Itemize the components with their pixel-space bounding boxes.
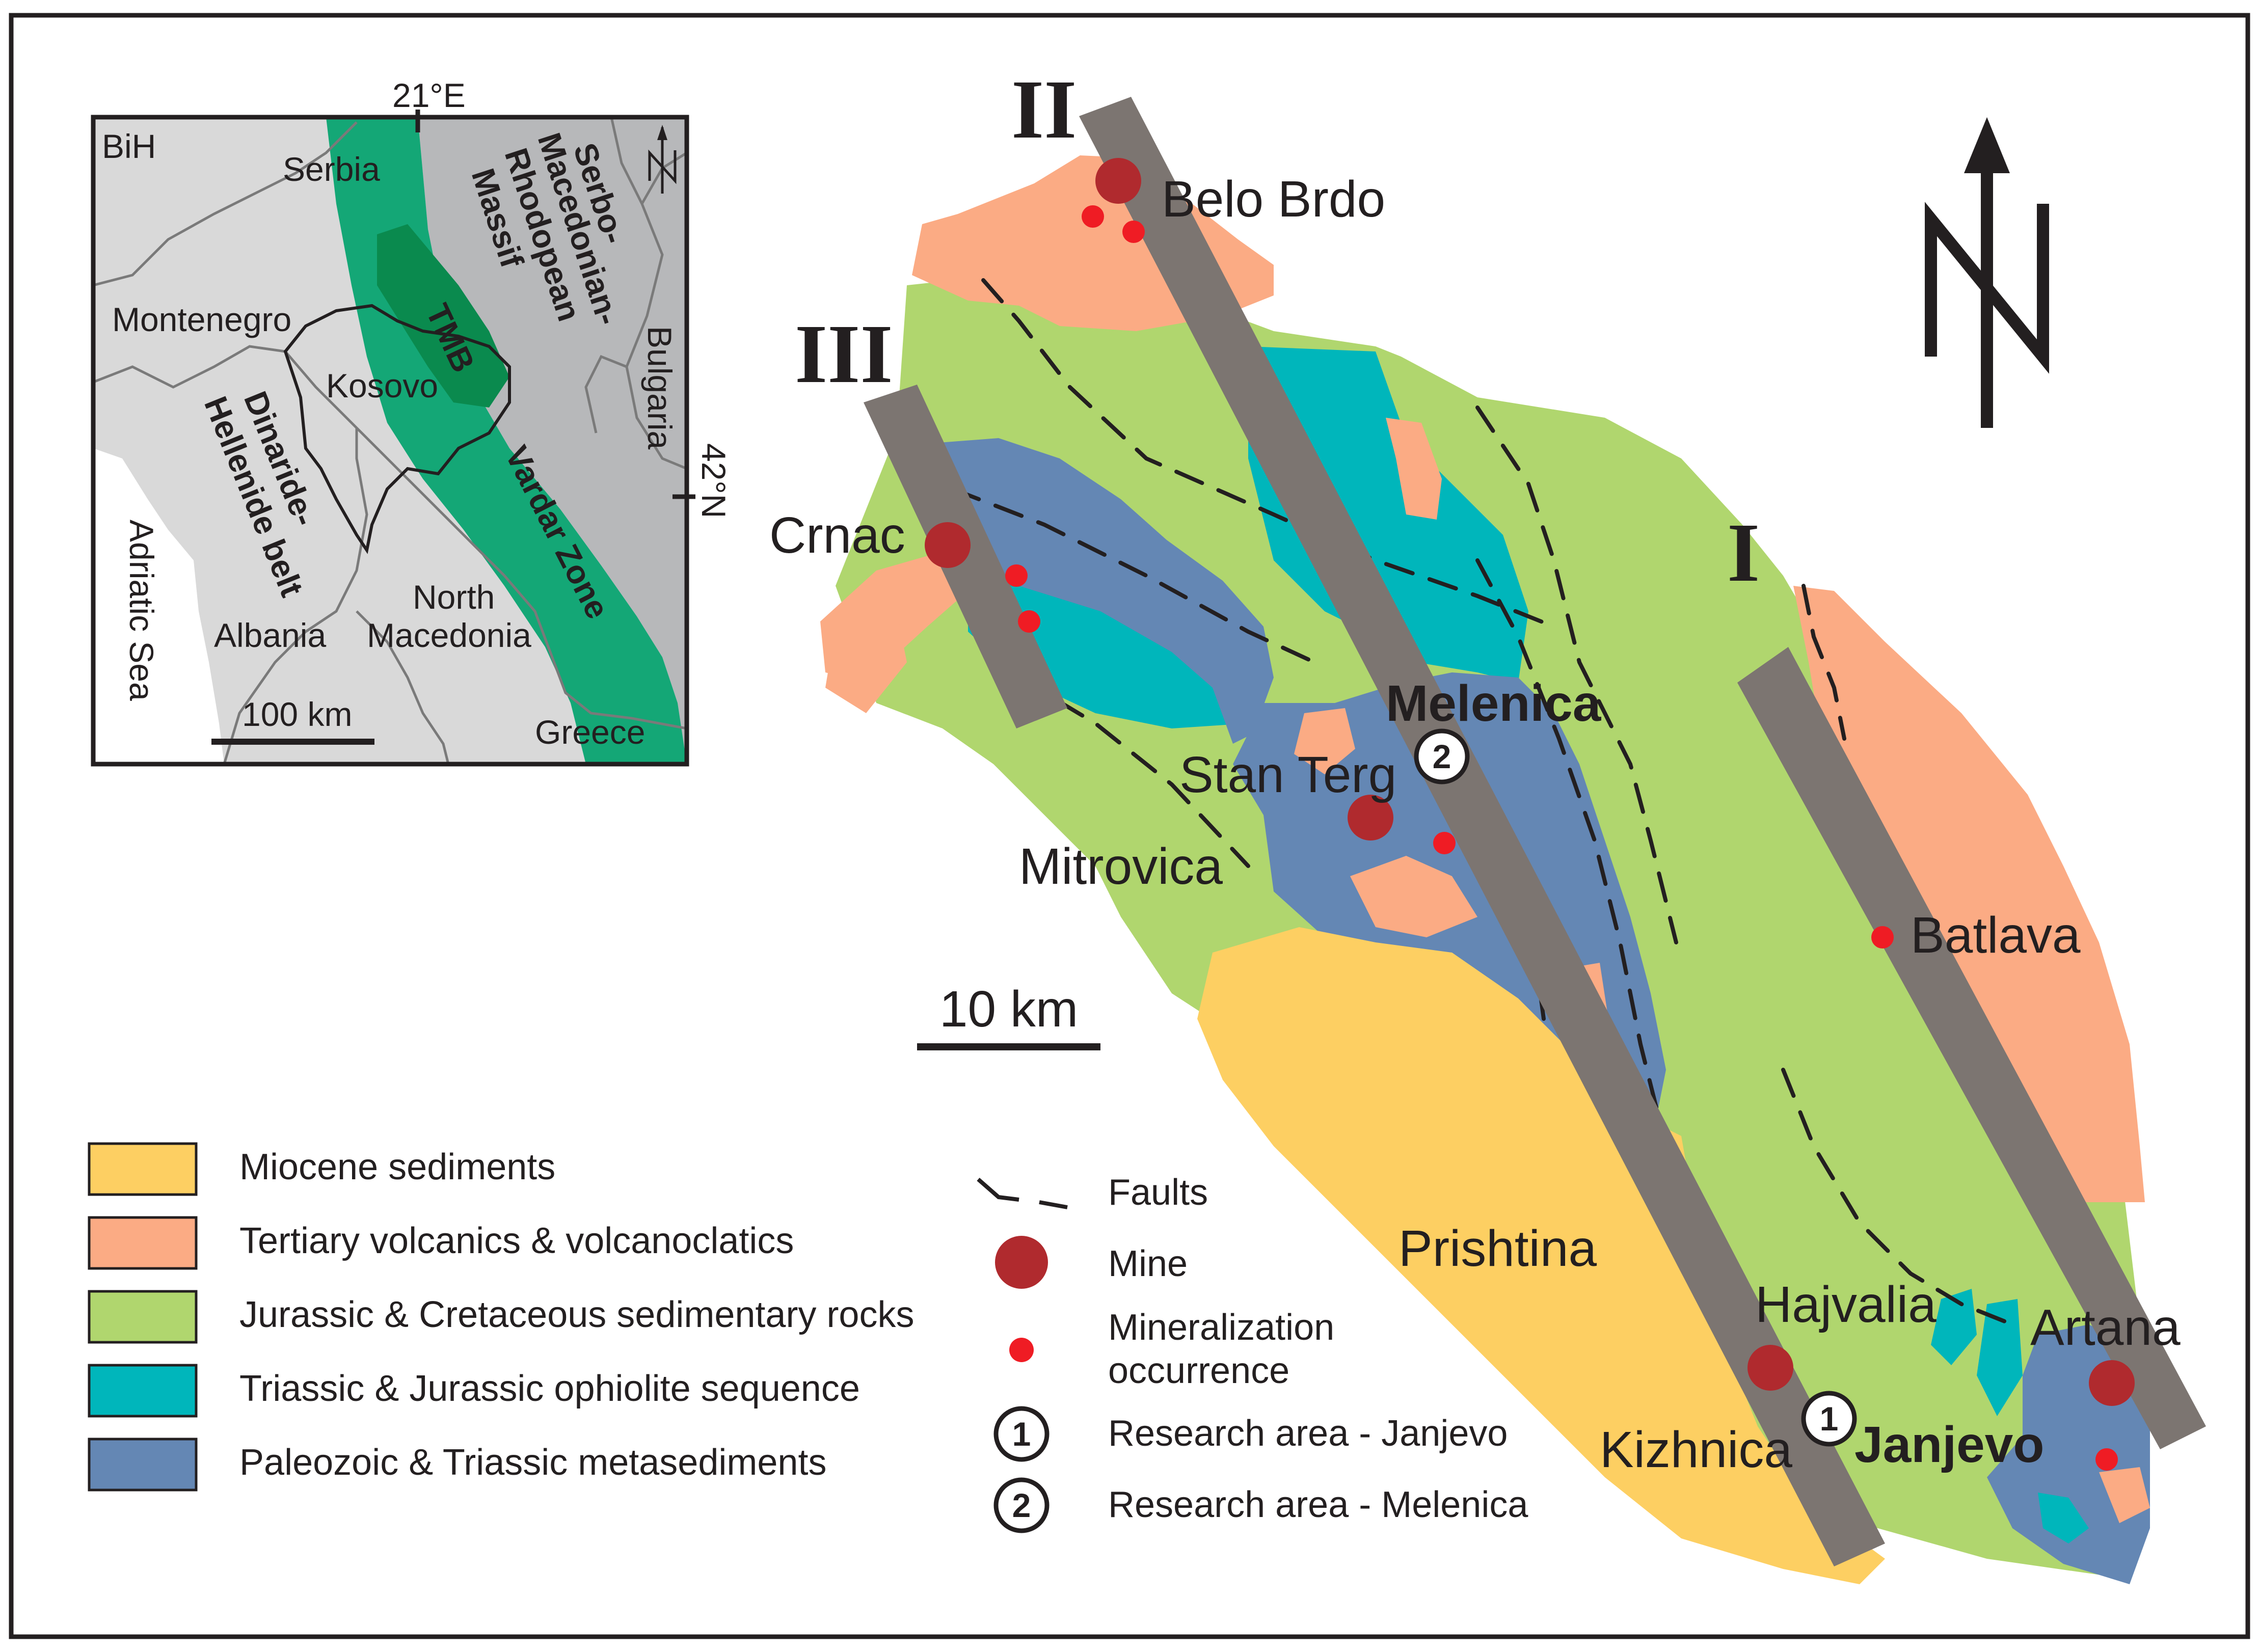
mine-stan-terg [1348, 795, 1393, 841]
inset-north-icon [648, 125, 677, 194]
occurrence-janjevo [2095, 1448, 2118, 1471]
svg-text:2: 2 [1433, 738, 1451, 775]
legend-mine-symbol [995, 1236, 1048, 1289]
north-arrow-icon [1925, 117, 2049, 428]
fault-8 [1801, 584, 1846, 741]
legend-swatch-0 [88, 1142, 198, 1196]
research-marker-melenica: 2 [1414, 728, 1470, 784]
fault-2 [951, 487, 1316, 664]
inset-label-adriatic: Adriatic Sea [123, 520, 160, 701]
legend-unit-label-4: Paleozoic & Triassic metasediments [239, 1442, 826, 1483]
legend-occurrence-label-2: occurrence [1108, 1350, 1289, 1391]
inset-kosovo-border [283, 304, 511, 554]
label-janjevo: Janjevo [1854, 1416, 2044, 1473]
label-mitrovica: Mitrovica [1019, 838, 1223, 895]
mine-crnac [925, 522, 971, 568]
label-hajvalia: Hajvalia [1755, 1276, 1937, 1333]
inset-label-serbia: Serbia [283, 150, 380, 188]
svg-text:10 km: 10 km [939, 981, 1078, 1038]
legend-unit-label-3: Triassic & Jurassic ophiolite sequence [239, 1368, 860, 1409]
inset-map: 21°E 42°N BiH Serbia Montenegro Kosovo A… [91, 76, 733, 767]
label-melenica: Melenica [1386, 675, 1602, 732]
unit-tertiary-stan-terg-1 [1294, 708, 1355, 774]
unit-tertiary-central-north [1386, 418, 1442, 520]
unit-ophiolite-central [1248, 346, 1528, 683]
inset-label-kosovo: Kosovo [326, 367, 438, 404]
occurrence-batlava [1871, 926, 1894, 949]
unit-tertiary-batlava [1793, 586, 2145, 1202]
unit-ophiolite-janjevo [2038, 1493, 2089, 1543]
inset-label-albania: Albania [214, 616, 326, 654]
occurrence-belo-brdo-2 [1122, 221, 1145, 243]
mines [925, 158, 2135, 1406]
legend-faults-symbol [977, 1177, 1019, 1202]
unit-ophiolite-artana [1977, 1299, 2023, 1416]
mine-artana [2089, 1360, 2135, 1406]
profile-label-i: I [1727, 506, 1760, 599]
profile-label-iii: III [795, 307, 893, 400]
legend-unit-label-2: Jurassic & Cretaceous sedimentary rocks [239, 1294, 914, 1335]
inset-lon-label: 21°E [392, 76, 466, 114]
inset-label-bulgaria: Bulgaria [641, 326, 679, 449]
label-artana: Artana [2030, 1299, 2181, 1356]
unit-tertiary-west [825, 611, 907, 713]
svg-text:1: 1 [1012, 1415, 1031, 1453]
inset-tmb [377, 224, 509, 408]
profile-band-ii [1079, 97, 1885, 1566]
label-stan-terg: Stan Terg [1179, 746, 1396, 803]
unit-tertiary-artana [2099, 1467, 2150, 1523]
occurrence-stan-terg [1433, 832, 1456, 854]
legend-occurrence-label-1: Mineralization [1108, 1307, 1334, 1348]
occurrence-crnac-2 [1018, 610, 1040, 633]
unit-tertiary-stan-terg-2 [1350, 856, 1477, 937]
scale-bar: 10 km [917, 981, 1100, 1050]
inset-label-north-macedonia-1: North [413, 578, 495, 616]
unit-ophiolite-hajvalia [1931, 1289, 1977, 1365]
legend-research-janjevo: Research area - Janjevo [1108, 1413, 1508, 1454]
inset-adriatic [93, 448, 224, 764]
inset-label-bih: BiH [102, 127, 156, 165]
inset-scale-label: 100 km [242, 695, 352, 733]
occurrences [1005, 205, 2118, 1471]
occurrence-belo-brdo-1 [1082, 205, 1104, 228]
profile-label-ii: II [1011, 63, 1077, 156]
legend-occurrence-symbol [1009, 1338, 1034, 1362]
fault-1 [981, 278, 1556, 629]
legend-swatch-1 [88, 1216, 198, 1270]
legend-unit-label-0: Miocene sediments [239, 1147, 555, 1187]
inset-lat-label: 42°N [695, 443, 733, 518]
legend-mine-label: Mine [1108, 1243, 1188, 1284]
label-crnac: Crnac [769, 507, 905, 564]
legend-unit-label-1: Tertiary volcanics & volcanoclatics [239, 1221, 794, 1261]
occurrence-crnac-1 [1005, 564, 1028, 587]
profile-band-i [1737, 647, 2206, 1449]
inset-label-greece: Greece [535, 713, 645, 751]
label-belo-brdo: Belo Brdo [1162, 171, 1385, 228]
legend-swatch-2 [88, 1290, 198, 1344]
inset-frame [91, 115, 689, 767]
svg-text:2: 2 [1012, 1486, 1031, 1524]
label-batlava: Batlava [1911, 907, 2081, 964]
inset-label-montenegro: Montenegro [112, 301, 291, 338]
research-marker-janjevo: 1 [1801, 1391, 1857, 1447]
svg-text:1: 1 [1820, 1400, 1839, 1438]
inset-massif [418, 117, 687, 764]
fault-4 [1475, 405, 1678, 944]
legend-swatch-4 [88, 1438, 198, 1492]
inset-label-north-macedonia-2: Macedonia [367, 616, 531, 654]
legend-faults-label: Faults [1108, 1172, 1208, 1213]
mine-belo-brdo [1095, 158, 1141, 204]
mine-hajvalia [1747, 1345, 1793, 1391]
unit-miocene [1197, 927, 1885, 1584]
label-prishtina: Prishtina [1399, 1220, 1597, 1277]
label-kizhnica: Kizhnica [1600, 1421, 1792, 1478]
fault-7 [1781, 1068, 2014, 1326]
legend-swatch-3 [88, 1364, 198, 1418]
legend-research-melenica: Research area - Melenica [1108, 1484, 1528, 1525]
